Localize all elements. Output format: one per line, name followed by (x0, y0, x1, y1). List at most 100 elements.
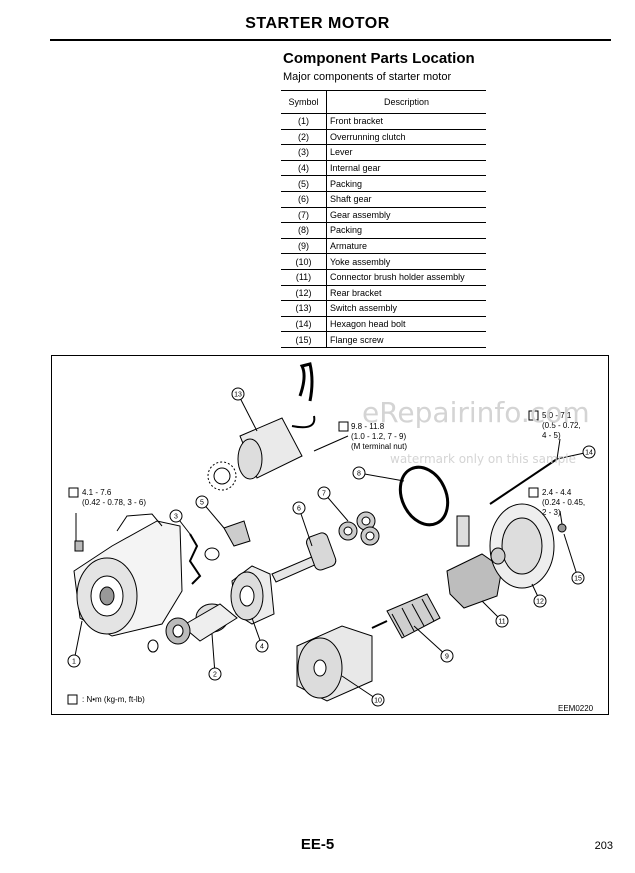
watermark-notice: watermark only on this sample (390, 452, 577, 466)
page-header-title: STARTER MOTOR (245, 15, 390, 32)
torque-icon (67, 694, 78, 705)
table-row: (11)Connector brush holder assembly (281, 269, 486, 286)
callout-circle (495, 614, 509, 628)
callout-circle (440, 649, 454, 663)
switch-assembly-drawing (207, 362, 316, 491)
table-row: (3)Lever (281, 144, 486, 161)
watermark-site: eRepairinfo.com (362, 396, 590, 429)
description-cell: Armature (326, 238, 486, 255)
symbol-cell: (4) (281, 160, 327, 177)
torque-spec-switch-terminal: 9.8 - 11.8 (1.0 - 1.2, 7 - 9) (M termina… (351, 422, 408, 451)
symbol-cell: (6) (281, 191, 327, 208)
callout-number: 15 (574, 576, 582, 583)
callout-number: 11 (498, 619, 505, 626)
symbol-cell: (9) (281, 238, 327, 255)
symbol-cell: (2) (281, 129, 327, 146)
symbol-cell: (1) (281, 113, 327, 130)
parts-table-body: (1)Front bracket(2)Overrunning clutch(3)… (281, 113, 486, 348)
hexagon-bolt-drawing (489, 458, 558, 505)
header-rule (50, 39, 611, 41)
table-row: (5)Packing (281, 175, 486, 192)
packing-drawing (223, 520, 251, 547)
description-cell: Flange screw (326, 331, 486, 348)
description-cell: Switch assembly (326, 300, 486, 317)
flange-screw-drawing (557, 523, 567, 533)
callout-number: 10 (374, 698, 382, 705)
symbol-cell: (11) (281, 269, 327, 286)
symbol-cell: (8) (281, 222, 327, 239)
description-cell: Lever (326, 144, 486, 161)
callout-number: 7 (322, 491, 326, 498)
figure-code: EEM0220 (558, 704, 594, 713)
torque-spec-flange-screw: 2.4 - 4.4 (0.24 - 0.45, 2 - 3) (542, 488, 586, 517)
callout-number: 9 (445, 654, 449, 661)
callout-number: 12 (536, 599, 544, 606)
callout-number: 2 (213, 672, 217, 679)
callout-circle (208, 667, 222, 681)
callout-circle (582, 445, 596, 459)
callout-circle (352, 466, 366, 480)
torque-icon (68, 487, 79, 498)
torque-spec-front-bracket: 4.1 - 7.6 (0.42 - 0.78, 3 - 6) (82, 488, 147, 507)
symbol-cell: (13) (281, 300, 327, 317)
column-header-description: Description (326, 90, 486, 114)
description-cell: Hexagon head bolt (326, 316, 486, 333)
armature-drawing (371, 593, 441, 639)
table-row: (14)Hexagon head bolt (281, 316, 486, 333)
section-subtitle: Major components of starter motor (283, 71, 452, 83)
symbol-cell: (15) (281, 331, 327, 348)
description-cell: Overrunning clutch (326, 129, 486, 146)
callout-number: 6 (297, 506, 301, 513)
table-row: (6)Shaft gear (281, 191, 486, 208)
overrunning-clutch-drawing (147, 603, 238, 653)
callout-circle (195, 495, 209, 509)
description-cell: Gear assembly (326, 207, 486, 224)
description-cell: Packing (326, 222, 486, 239)
torque-spec-hexagon-bolt: 5.0 - 7.1 (0.5 - 0.72, 4 - 5) (542, 411, 581, 440)
description-cell: Packing (326, 175, 486, 192)
callout-circle (67, 654, 81, 668)
description-cell: Connector brush holder assembly (326, 269, 486, 286)
yoke-assembly-drawing (296, 625, 373, 702)
callout-number: 4 (260, 644, 264, 651)
table-row: (2)Overrunning clutch (281, 129, 486, 146)
table-row: (9)Armature (281, 238, 486, 255)
callout-circle (255, 639, 269, 653)
shaft-gear-drawing (271, 532, 337, 583)
table-row: (7)Gear assembly (281, 207, 486, 224)
table-header-row: Symbol Description (281, 90, 486, 114)
table-row: (13)Switch assembly (281, 300, 486, 317)
torque-units-legend: : N•m (kg-m, ft-lb) (82, 695, 145, 704)
gear-assembly-drawing (338, 511, 380, 546)
callout-circle (571, 571, 585, 585)
symbol-cell: (14) (281, 316, 327, 333)
table-row: (10)Yoke assembly (281, 253, 486, 270)
torque-icon (338, 421, 349, 432)
callout-number: 1 (72, 659, 76, 666)
rear-bracket-drawing (489, 503, 555, 589)
callout-circle (533, 594, 547, 608)
callout-circle (317, 486, 331, 500)
lever-drawing (188, 533, 202, 585)
callout-circle (292, 501, 306, 515)
table-row: (12)Rear bracket (281, 285, 486, 302)
lever-pin (204, 547, 220, 561)
torque-icon (528, 487, 539, 498)
front-bracket-drawing (73, 513, 183, 637)
callout-number: 8 (357, 471, 361, 478)
description-cell: Rear bracket (326, 285, 486, 302)
callout-number: 13 (234, 392, 242, 399)
torque-icons (67, 410, 539, 705)
callout-circle (371, 693, 385, 707)
packing-ring-drawing (398, 465, 450, 527)
callout-number: 3 (174, 514, 178, 521)
table-row: (15)Flange screw (281, 331, 486, 348)
symbol-cell: (7) (281, 207, 327, 224)
column-header-symbol: Symbol (281, 90, 327, 114)
symbol-cell: (5) (281, 175, 327, 192)
symbol-cell: (10) (281, 253, 327, 270)
table-row: (4)Internal gear (281, 160, 486, 177)
callout-circle (169, 509, 183, 523)
